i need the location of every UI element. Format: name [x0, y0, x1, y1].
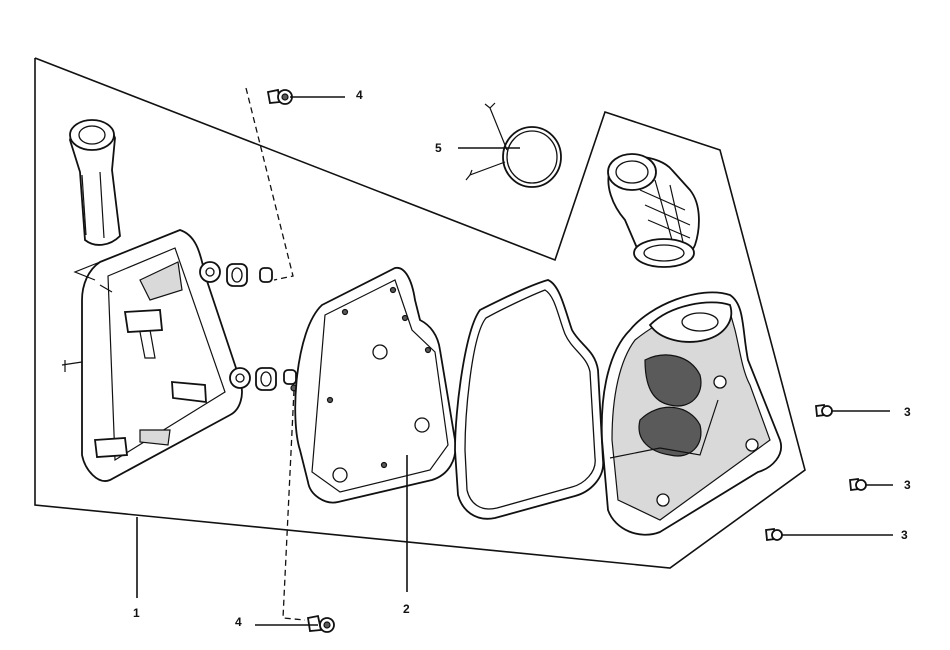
screw-top-dashed-guide: [245, 87, 294, 281]
screw-right-middle: [849, 477, 893, 492]
intake-elbow: [607, 153, 700, 268]
callout-part-1: 1: [133, 606, 140, 620]
assembly-outline: [34, 57, 806, 569]
screw-bottom-dashed-guide: [282, 389, 306, 621]
callout-part-4-bottom: 4: [235, 615, 242, 629]
filter-plate: [294, 267, 457, 592]
callout-part-3-upper: 3: [904, 405, 911, 419]
callout-part-4-top: 4: [356, 88, 363, 102]
callout-part-5: 5: [435, 141, 442, 155]
callout-part-2: 2: [403, 602, 410, 616]
screw-top: [266, 88, 345, 105]
grommet-upper: [226, 263, 273, 287]
screw-bottom: [255, 614, 335, 633]
air-box-cover: [600, 291, 782, 536]
hose-clamp: [458, 102, 562, 188]
screw-right-lower: [765, 527, 893, 542]
filter-gasket: [454, 279, 604, 520]
grommet-lower: [255, 367, 298, 392]
air-box-housing: [61, 119, 251, 482]
callout-part-3-lower: 3: [901, 528, 908, 542]
callout-part-3-middle: 3: [904, 478, 911, 492]
screw-right-upper: [815, 403, 890, 418]
